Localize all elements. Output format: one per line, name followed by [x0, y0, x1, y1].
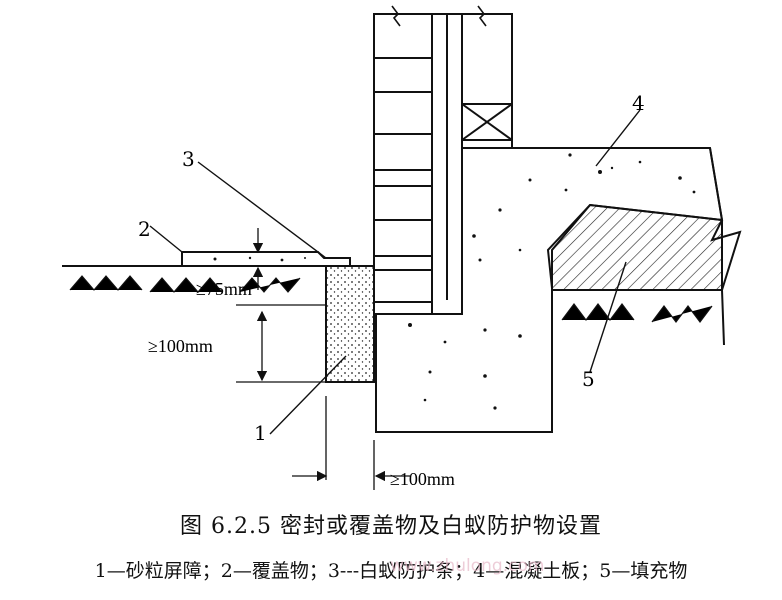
termite-barrier-diagram: 1 2 3 4 5 ≥75mm ≥100mm ≥100mm [62, 5, 742, 490]
dim-100mm-horizontal-label: ≥100mm [390, 469, 455, 489]
watermark: www.zhulong.com [390, 556, 545, 576]
brick-wall [373, 13, 433, 315]
break-marks [391, 5, 487, 27]
callout-3: 3 [182, 147, 195, 171]
ground-right [552, 289, 722, 323]
dimension-lines [236, 228, 410, 490]
figure-legend: 1—砂粒屏障；2—覆盖物；3---白蚁防护条；4—混凝土板；5—填充物 [94, 560, 688, 582]
callout-5: 5 [582, 367, 595, 391]
right-break [709, 147, 742, 346]
dim-75mm-label: ≥75mm [196, 279, 252, 299]
cover-layer [181, 251, 351, 267]
callout-2: 2 [138, 217, 151, 241]
figure-caption-title: 图 6.2.5 密封或覆盖物及白蚁防护物设置 [180, 514, 602, 539]
sand-barrier [325, 265, 375, 383]
concrete-aggregate [408, 153, 696, 410]
inner-wall [431, 13, 513, 315]
dim-100mm-vertical-label: ≥100mm [148, 336, 213, 356]
callout-1: 1 [254, 421, 267, 445]
leader-lines [149, 109, 641, 435]
cover-specks [213, 256, 306, 262]
callout-4: 4 [632, 91, 645, 115]
